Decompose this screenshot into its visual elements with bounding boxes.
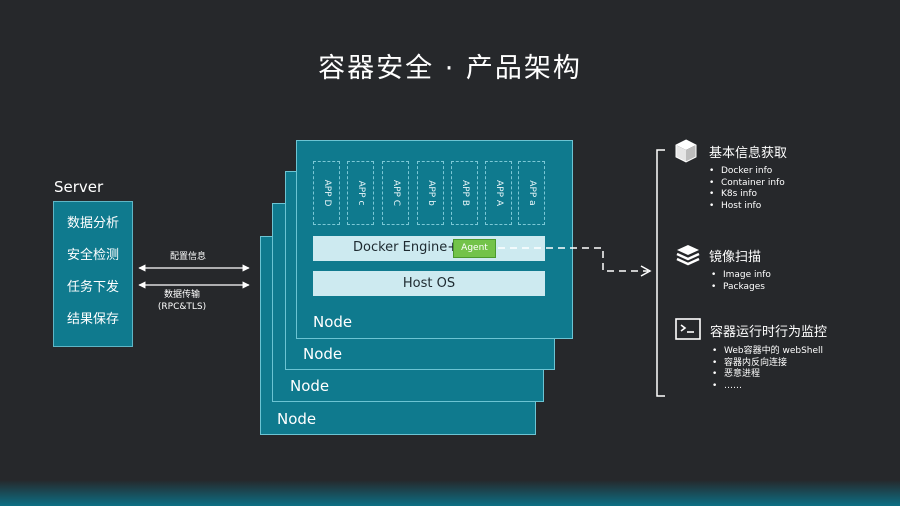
bottom-glow: [0, 480, 900, 506]
cube-icon: [675, 139, 697, 163]
docker-engine-bar: Docker Engine+: [313, 236, 545, 261]
section-title-basic-info: 基本信息获取: [709, 146, 788, 161]
section-title-runtime-monitor: 容器运行时行为监控: [710, 325, 828, 340]
section-title-image-scan: 镜像扫描: [709, 250, 762, 265]
page-title: 容器安全 · 产品架构: [318, 53, 582, 84]
host-os-bar: Host OS: [313, 271, 545, 296]
list-item: 容器内反向连接: [712, 358, 823, 370]
node-label: Node: [290, 377, 330, 395]
agent-arrow-head: [640, 265, 652, 277]
app-box: APP a: [518, 161, 545, 225]
docker-engine-label: Docker Engine+: [353, 240, 459, 255]
list-item: Web容器中的 webShell: [712, 346, 823, 358]
image-scan-list: Image info Packages: [711, 270, 771, 294]
server-item: 数据分析: [66, 216, 119, 231]
app-box: APP b: [417, 161, 444, 225]
list-item: K8s info: [709, 189, 785, 201]
list-item: 恶意进程: [712, 369, 823, 381]
layers-icon: [676, 245, 700, 266]
agent-box: Agent: [453, 239, 496, 258]
section-bracket: [656, 149, 665, 397]
server-item: 任务下发: [66, 280, 119, 295]
app-box: APP B: [451, 161, 478, 225]
server-item: 结果保存: [66, 312, 119, 327]
agent-dashed-line: [498, 247, 648, 272]
server-box: 数据分析 安全检测 任务下发 结果保存: [53, 201, 133, 347]
terminal-icon: [675, 318, 701, 340]
runtime-monitor-list: Web容器中的 webShell 容器内反向连接 恶意进程 ……: [712, 346, 823, 393]
list-item: Packages: [711, 282, 771, 294]
app-box: APP c: [347, 161, 374, 225]
list-item: ……: [712, 381, 823, 393]
app-box: APP C: [382, 161, 409, 225]
app-box: APP D: [313, 161, 340, 225]
server-label: Server: [54, 178, 104, 196]
node-label: Node: [277, 410, 317, 428]
data-transfer-label: 数据传输 (RPC&TLS): [132, 289, 232, 313]
server-item: 安全检测: [66, 248, 119, 263]
app-box: APP A: [485, 161, 512, 225]
basic-info-list: Docker info Container info K8s info Host…: [709, 166, 785, 213]
list-item: Container info: [709, 178, 785, 190]
data-transfer-label-line2: (RPC&TLS): [157, 302, 207, 312]
list-item: Docker info: [709, 166, 785, 178]
data-transfer-label-line1: 数据传输: [163, 290, 200, 300]
config-info-label: 配置信息: [169, 252, 206, 262]
list-item: Host info: [709, 201, 785, 213]
list-item: Image info: [711, 270, 771, 282]
node-label: Node: [303, 345, 343, 363]
node-label: Node: [313, 313, 353, 331]
